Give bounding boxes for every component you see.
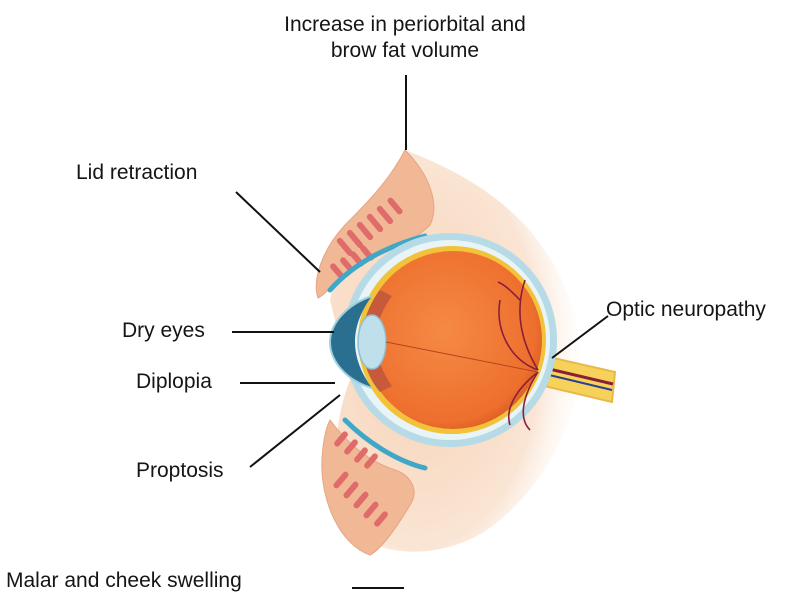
label-brow-fat: Increase in periorbital and brow fat vol… (240, 12, 570, 64)
vitreous-globe (364, 251, 542, 429)
label-optic-neuropathy: Optic neuropathy (606, 297, 766, 323)
label-brow-fat-line2: brow fat volume (240, 38, 570, 64)
leader-lid-retraction (236, 192, 320, 272)
lens (358, 315, 386, 369)
label-proptosis: Proptosis (136, 458, 224, 484)
label-lid-retraction: Lid retraction (76, 160, 197, 186)
label-diplopia: Diplopia (136, 369, 212, 395)
label-brow-fat-line1: Increase in periorbital and (240, 12, 570, 38)
label-dry-eyes: Dry eyes (122, 318, 205, 344)
label-malar-cheek-swelling: Malar and cheek swelling (6, 568, 242, 594)
